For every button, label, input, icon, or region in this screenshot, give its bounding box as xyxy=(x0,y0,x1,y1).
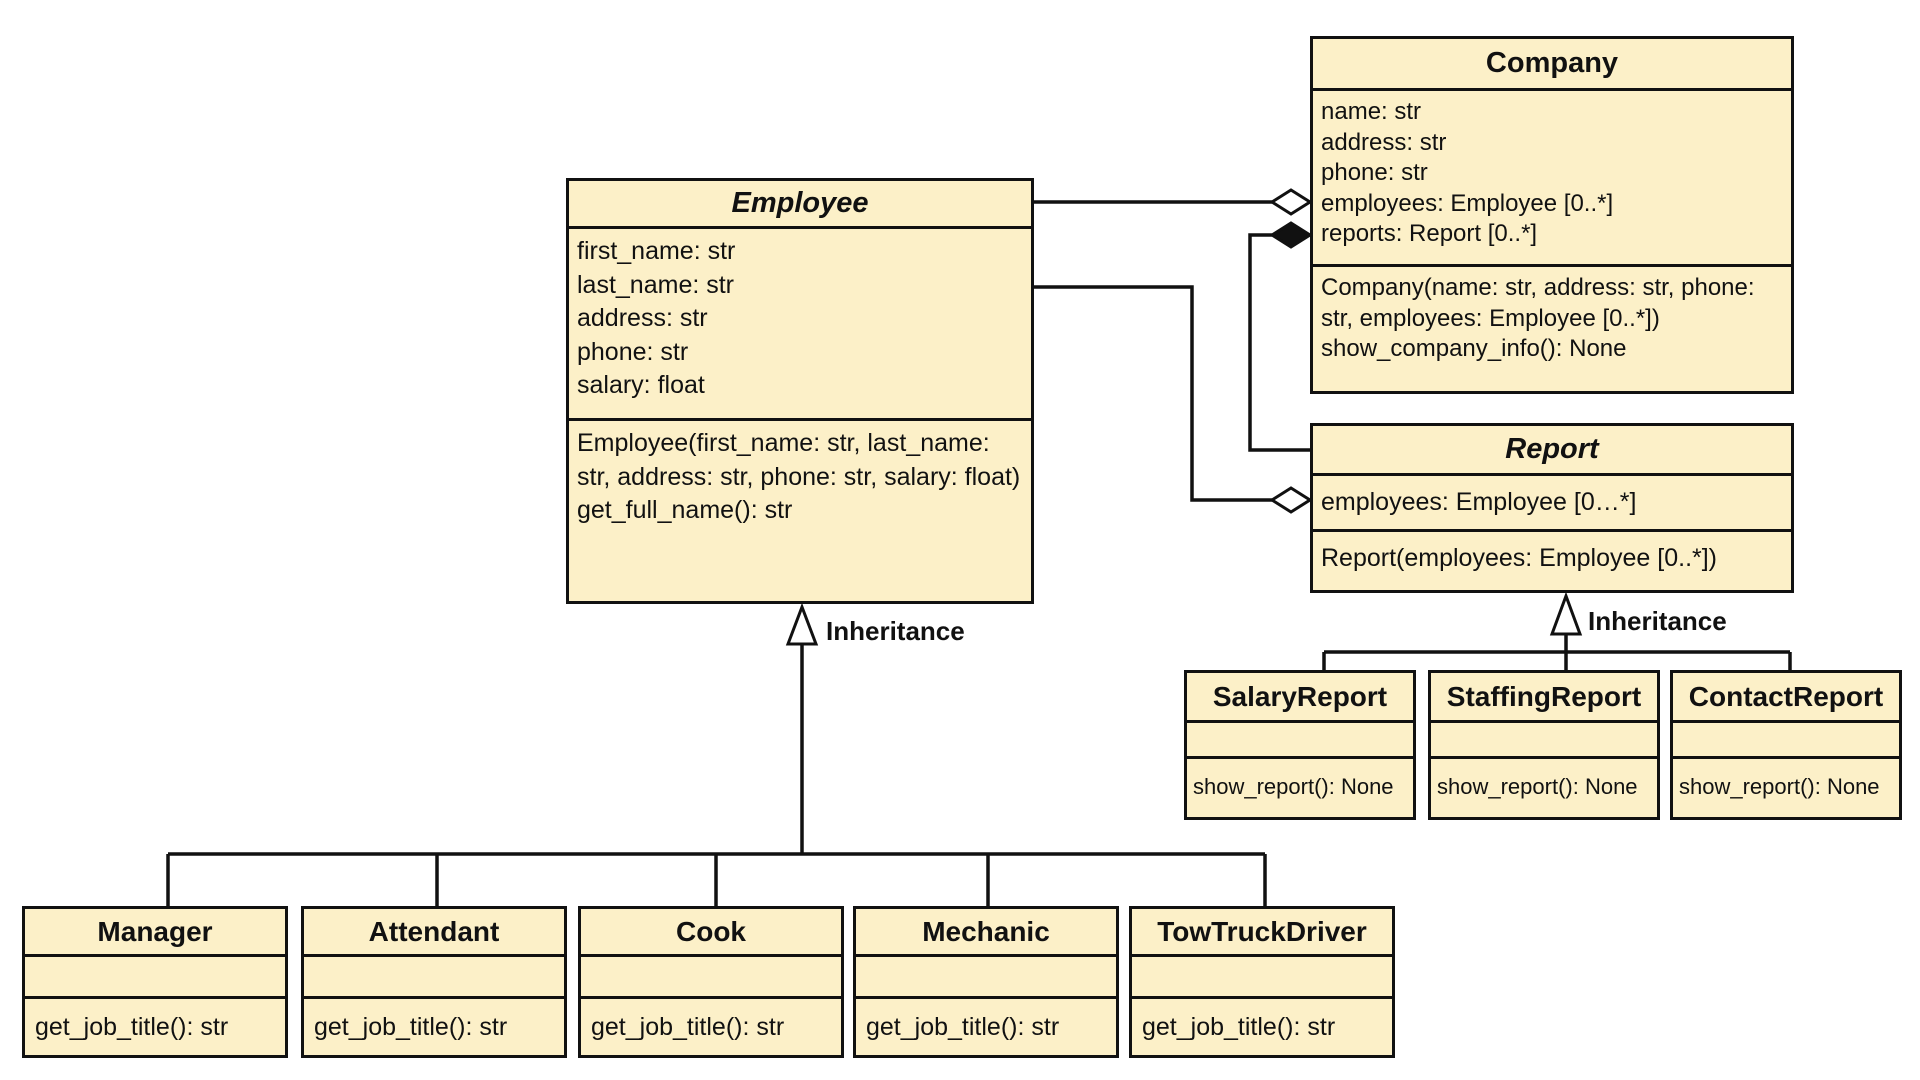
class-tow-truck-driver: TowTruckDriver get_job_title(): str xyxy=(1129,906,1395,1058)
attribute: address: str xyxy=(577,304,708,332)
class-attributes xyxy=(1187,723,1413,759)
class-name: Attendant xyxy=(304,909,564,957)
class-operations: show_report(): None xyxy=(1431,759,1657,817)
attribute: address: str xyxy=(1321,128,1447,156)
attribute: last_name: str xyxy=(577,270,735,299)
inheritance-triangle-icon xyxy=(1549,591,1583,636)
class-operations: show_report(): None xyxy=(1673,759,1899,817)
class-company: Company name: str address: str phone: st… xyxy=(1310,36,1794,394)
class-attributes: first_name: str last_name: str address: … xyxy=(569,229,1031,421)
aggregation-line-employee-report xyxy=(1034,285,1272,502)
class-attributes: employees: Employee [0…*] xyxy=(1313,476,1791,532)
attribute: phone: str xyxy=(577,337,689,366)
class-attributes xyxy=(856,957,1116,999)
class-operations: Company(name: str, address: str, phone: … xyxy=(1313,267,1791,391)
class-salary-report: SalaryReport show_report(): None xyxy=(1184,670,1416,820)
operation: show_report(): None xyxy=(1193,774,1394,799)
class-mechanic: Mechanic get_job_title(): str xyxy=(853,906,1119,1058)
class-name: Cook xyxy=(581,909,841,957)
attribute: name: str xyxy=(1321,98,1422,125)
operation: get_job_title(): str xyxy=(866,1013,1060,1041)
composition-line-report-company xyxy=(1248,233,1310,452)
class-name: Company xyxy=(1313,39,1791,91)
operation: get_job_title(): str xyxy=(1142,1013,1336,1041)
class-manager: Manager get_job_title(): str xyxy=(22,906,288,1058)
inheritance-triangle-icon xyxy=(785,602,819,646)
class-operations: get_job_title(): str xyxy=(581,999,841,1055)
class-attributes xyxy=(581,957,841,999)
operation: show_company_info(): None xyxy=(1321,335,1627,362)
class-operations: get_job_title(): str xyxy=(1132,999,1392,1055)
aggregation-diamond-icon xyxy=(1269,188,1313,216)
class-name: Employee xyxy=(569,181,1031,229)
attribute: salary: float xyxy=(577,371,705,399)
class-name: Report xyxy=(1313,426,1791,476)
attribute: phone: str xyxy=(1321,159,1428,186)
operation: get_full_name(): str xyxy=(577,496,793,524)
class-name: Manager xyxy=(25,909,285,957)
composition-diamond-icon xyxy=(1269,221,1313,249)
class-contact-report: ContactReport show_report(): None xyxy=(1670,670,1902,820)
class-operations: Employee(first_name: str, last_name: str… xyxy=(569,421,1031,601)
class-name: Mechanic xyxy=(856,909,1116,957)
class-name: ContactReport xyxy=(1673,673,1899,723)
class-operations: get_job_title(): str xyxy=(304,999,564,1055)
class-operations: show_report(): None xyxy=(1187,759,1413,817)
class-report: Report employees: Employee [0…*] Report(… xyxy=(1310,423,1794,593)
operation: get_job_title(): str xyxy=(591,1013,785,1041)
class-employee: Employee first_name: str last_name: str … xyxy=(566,178,1034,604)
attribute: employees: Employee [0…*] xyxy=(1321,488,1637,516)
class-attributes xyxy=(25,957,285,999)
attribute: reports: Report [0..*] xyxy=(1321,220,1538,247)
class-name: SalaryReport xyxy=(1187,673,1413,723)
class-attributes xyxy=(1132,957,1392,999)
inheritance-label-employee: Inheritance xyxy=(826,616,965,646)
attribute: employees: Employee [0..*] xyxy=(1321,189,1614,217)
operation: show_report(): None xyxy=(1437,774,1638,799)
operation: Company(name: str, address: str, phone: … xyxy=(1321,274,1755,332)
class-staffing-report: StaffingReport show_report(): None xyxy=(1428,670,1660,820)
class-attributes: name: str address: str phone: str employ… xyxy=(1313,91,1791,267)
class-attributes xyxy=(1431,723,1657,759)
class-operations: get_job_title(): str xyxy=(25,999,285,1055)
class-attributes xyxy=(304,957,564,999)
operation: Employee(first_name: str, last_name: str… xyxy=(577,429,1021,491)
class-attendant: Attendant get_job_title(): str xyxy=(301,906,567,1058)
operation: show_report(): None xyxy=(1679,774,1880,799)
inheritance-label-report: Inheritance xyxy=(1588,606,1727,636)
class-name: TowTruckDriver xyxy=(1132,909,1392,957)
class-name: StaffingReport xyxy=(1431,673,1657,723)
class-cook: Cook get_job_title(): str xyxy=(578,906,844,1058)
attribute: first_name: str xyxy=(577,237,736,265)
class-attributes xyxy=(1673,723,1899,759)
class-operations: Report(employees: Employee [0..*]) xyxy=(1313,532,1791,590)
class-operations: get_job_title(): str xyxy=(856,999,1116,1055)
operation: get_job_title(): str xyxy=(35,1013,229,1041)
operation: get_job_title(): str xyxy=(314,1013,508,1041)
aggregation-diamond-icon xyxy=(1269,486,1313,514)
operation: Report(employees: Employee [0..*]) xyxy=(1321,544,1718,572)
